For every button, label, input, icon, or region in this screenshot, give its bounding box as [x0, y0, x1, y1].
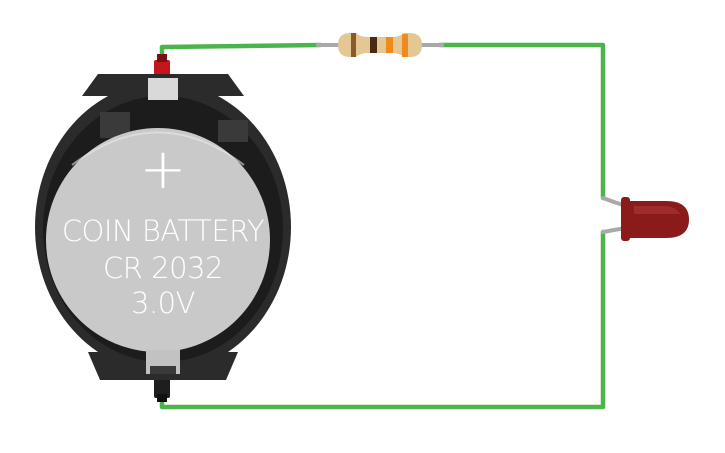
resistor[interactable] — [316, 33, 444, 57]
battery-label-line2: CR 2032 — [103, 251, 223, 285]
led[interactable] — [601, 196, 689, 241]
battery-top-tab-right — [218, 120, 248, 142]
battery-top-slot — [148, 78, 178, 100]
coin-battery[interactable]: + COIN BATTERY CR 2032 3.0V — [35, 54, 291, 402]
battery-label-line3: 3.0V — [131, 286, 195, 320]
resistor-band-1 — [351, 33, 356, 57]
wire-battery-to-resistor[interactable] — [159, 42, 323, 61]
battery-plus-symbol: + — [140, 137, 187, 202]
resistor-band-2 — [370, 37, 377, 53]
wire-resistor-to-led[interactable] — [437, 42, 606, 201]
resistor-band-3 — [386, 37, 393, 53]
led-highlight — [634, 206, 680, 214]
resistor-body — [338, 33, 422, 57]
wire-led-to-battery[interactable] — [159, 229, 606, 410]
battery-label-line1: COIN BATTERY — [62, 214, 265, 248]
battery-cell-rim — [71, 131, 245, 166]
resistor-band-4 — [402, 34, 408, 57]
led-rim — [621, 197, 630, 241]
battery-cell — [46, 128, 270, 352]
